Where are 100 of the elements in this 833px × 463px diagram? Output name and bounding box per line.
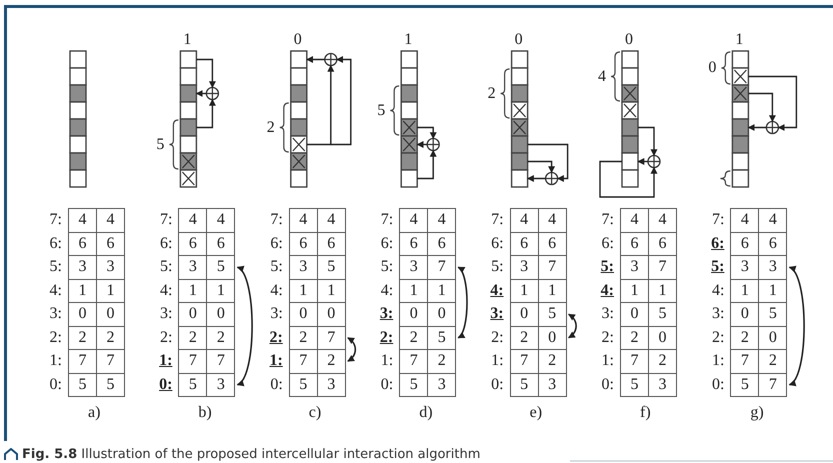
row-label: 5:	[380, 259, 394, 275]
table-cell: 4	[510, 208, 539, 232]
row-label: 5:	[600, 259, 614, 275]
row-label: 1:	[600, 353, 614, 369]
row-label: 6:	[490, 236, 504, 252]
row-label: 1:	[158, 353, 172, 369]
row-label: 6:	[158, 236, 172, 252]
table-cell: 4	[178, 208, 208, 232]
table-cell: 4	[538, 208, 567, 232]
table-cell: 5	[510, 372, 539, 397]
row-label: 7:	[490, 212, 504, 228]
table-cell: 4	[427, 208, 456, 232]
row-label: 0:	[600, 376, 614, 392]
table-cell: 3	[538, 372, 567, 397]
table-cell: 4	[399, 208, 428, 232]
brace-label: 2	[266, 120, 275, 136]
row-label: 1:	[490, 353, 504, 369]
row-label: 4:	[269, 282, 283, 298]
row-label: 2:	[600, 330, 614, 346]
row-label: 1:	[48, 353, 62, 369]
row-label: 2:	[710, 330, 724, 346]
row-label: 2:	[268, 330, 283, 346]
brace-label: 2	[488, 86, 496, 102]
table-cell: 5	[288, 372, 318, 397]
panel-label: d)	[419, 405, 433, 421]
swap-arrow	[568, 314, 577, 338]
swap-arrow	[458, 266, 468, 338]
panel-label: a)	[88, 405, 100, 421]
row-label: 1:	[710, 353, 724, 369]
bit-label: 0	[294, 32, 302, 48]
row-label: 5:	[490, 259, 504, 275]
row-label: 1:	[268, 353, 283, 369]
row-label: 2:	[48, 330, 62, 346]
table-cell: 3	[206, 372, 236, 397]
row-label: 0:	[158, 376, 172, 392]
swap-arrow	[788, 266, 805, 386]
panel-label: g)	[750, 405, 764, 421]
row-label: 0:	[269, 376, 283, 392]
table-cell: 5	[399, 372, 428, 397]
bit-label: 1	[735, 32, 744, 48]
row-label: 7:	[48, 212, 62, 228]
bit-label: 1	[183, 32, 192, 48]
row-label: 3:	[710, 306, 724, 322]
swap-arrow	[347, 337, 356, 362]
table-cell: 3	[316, 372, 346, 397]
row-label: 3:	[378, 306, 394, 322]
row-label: 4:	[158, 282, 172, 298]
row-label: 5:	[710, 259, 724, 275]
brace-label: 5	[156, 136, 164, 152]
table-cell: 7	[758, 372, 788, 397]
table-cell: 5	[68, 372, 97, 397]
row-label: 3:	[269, 306, 283, 322]
table-cell: 4	[206, 208, 236, 232]
row-label: 7:	[710, 212, 724, 228]
row-label: 4:	[380, 282, 394, 298]
panel-label: c)	[308, 405, 322, 421]
row-label: 0:	[490, 376, 504, 392]
row-label: 1:	[380, 353, 394, 369]
row-label: 5:	[269, 259, 283, 275]
row-label: 6:	[710, 236, 724, 252]
row-label: 3:	[158, 306, 172, 322]
table-cell: 4	[620, 208, 649, 232]
panel-label: e)	[530, 405, 542, 421]
table-cell: 4	[288, 208, 318, 232]
row-label: 3:	[600, 306, 614, 322]
table-cell: 3	[648, 372, 677, 397]
row-label: 2:	[490, 330, 504, 346]
panel-label: b)	[198, 405, 212, 421]
row-label: 3:	[48, 306, 62, 322]
row-label: 4:	[48, 282, 62, 298]
table-cell: 4	[730, 208, 760, 232]
row-label: 5:	[48, 259, 62, 275]
bit-label: 0	[625, 32, 633, 48]
row-label: 0:	[710, 376, 724, 392]
row-label: 7:	[600, 212, 614, 228]
bit-label: 0	[514, 32, 523, 48]
row-label: 7:	[158, 212, 172, 228]
row-label: 6:	[269, 236, 283, 252]
table-cell: 4	[96, 208, 125, 232]
table-cell: 4	[68, 208, 97, 232]
panel-label: f)	[640, 405, 651, 421]
row-label: 2:	[158, 330, 172, 346]
table-cell: 4	[316, 208, 346, 232]
brace-label: 5	[377, 102, 386, 118]
row-label: 4:	[600, 282, 614, 298]
row-label: 5:	[158, 259, 172, 275]
figure-caption: Fig. 5.8 Illustration of the proposed intercellular interaction algorithm	[22, 447, 480, 462]
row-label: 4:	[710, 282, 724, 298]
table-cell: 5	[96, 372, 125, 397]
table-cell: 4	[758, 208, 788, 232]
table-cell: 5	[620, 372, 649, 397]
row-label: 6:	[600, 236, 614, 252]
swap-arrow	[236, 266, 253, 386]
row-label: 4:	[489, 282, 504, 298]
table-cell: 4	[648, 208, 677, 232]
row-label: 0:	[48, 376, 62, 392]
row-label: 2:	[378, 330, 394, 346]
row-label: 7:	[380, 212, 394, 228]
row-label: 7:	[269, 212, 283, 228]
table-cell: 5	[730, 372, 760, 397]
